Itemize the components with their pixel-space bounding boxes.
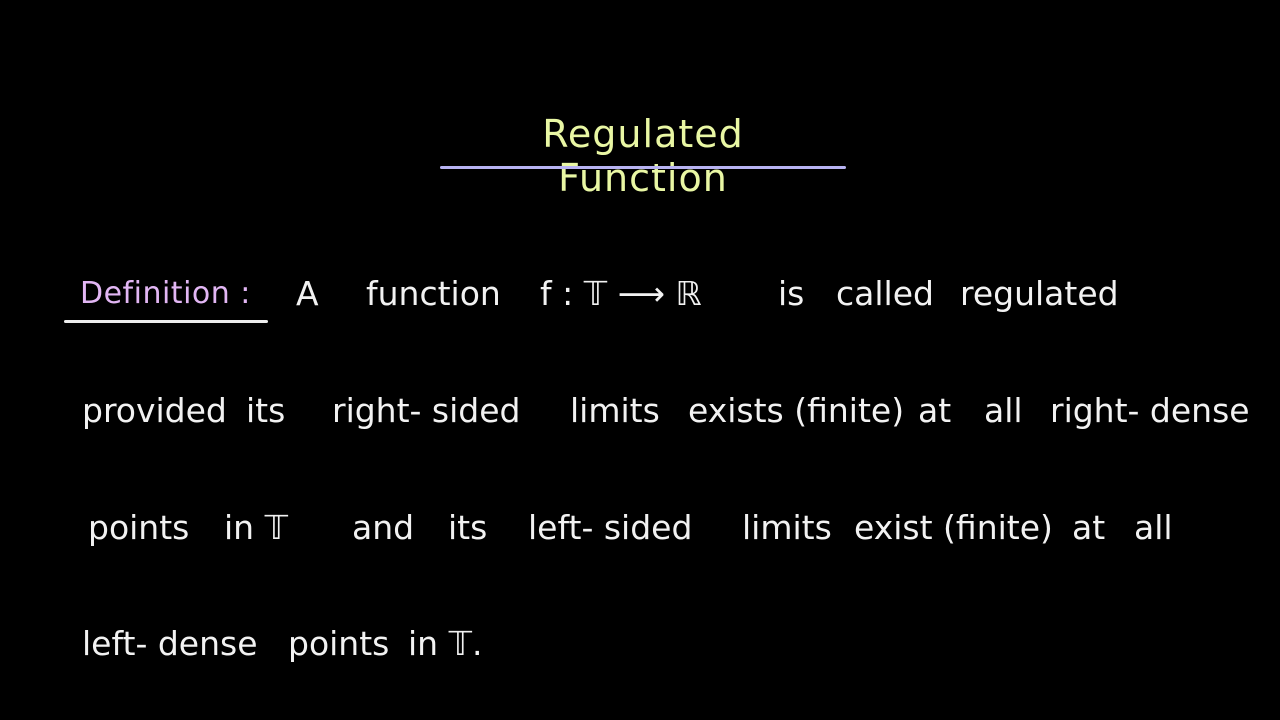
word: all (1134, 508, 1173, 547)
word: called (836, 274, 934, 313)
word: right- sided (332, 391, 521, 430)
word: left- sided (528, 508, 693, 547)
word: exists (finite) (688, 391, 905, 430)
word: regulated (960, 274, 1119, 313)
definition-label: Definition : (80, 276, 251, 311)
word: in 𝕋. (408, 624, 483, 663)
word: points (88, 508, 190, 547)
word: at (1072, 508, 1106, 547)
word: points (288, 624, 390, 663)
word: and (352, 508, 415, 547)
math-mapping: f : 𝕋 ⟶ ℝ (540, 274, 702, 313)
word: provided (82, 391, 227, 430)
page-title: Regulated Function (542, 112, 744, 200)
word: limits (570, 391, 660, 430)
word: is (778, 274, 805, 313)
word: exist (finite) (854, 508, 1053, 547)
word: all (984, 391, 1023, 430)
word: function (366, 274, 501, 313)
definition-label-block: Definition : (64, 276, 268, 326)
title-block: Regulated Function (440, 112, 846, 200)
word: its (246, 391, 286, 430)
word: at (918, 391, 952, 430)
word: in 𝕋 (224, 508, 288, 547)
word: its (448, 508, 488, 547)
word: limits (742, 508, 832, 547)
word: left- dense (82, 624, 258, 663)
word: A (296, 274, 319, 313)
title-underline (440, 166, 846, 169)
definition-underline (64, 320, 268, 323)
word: right- dense (1050, 391, 1250, 430)
